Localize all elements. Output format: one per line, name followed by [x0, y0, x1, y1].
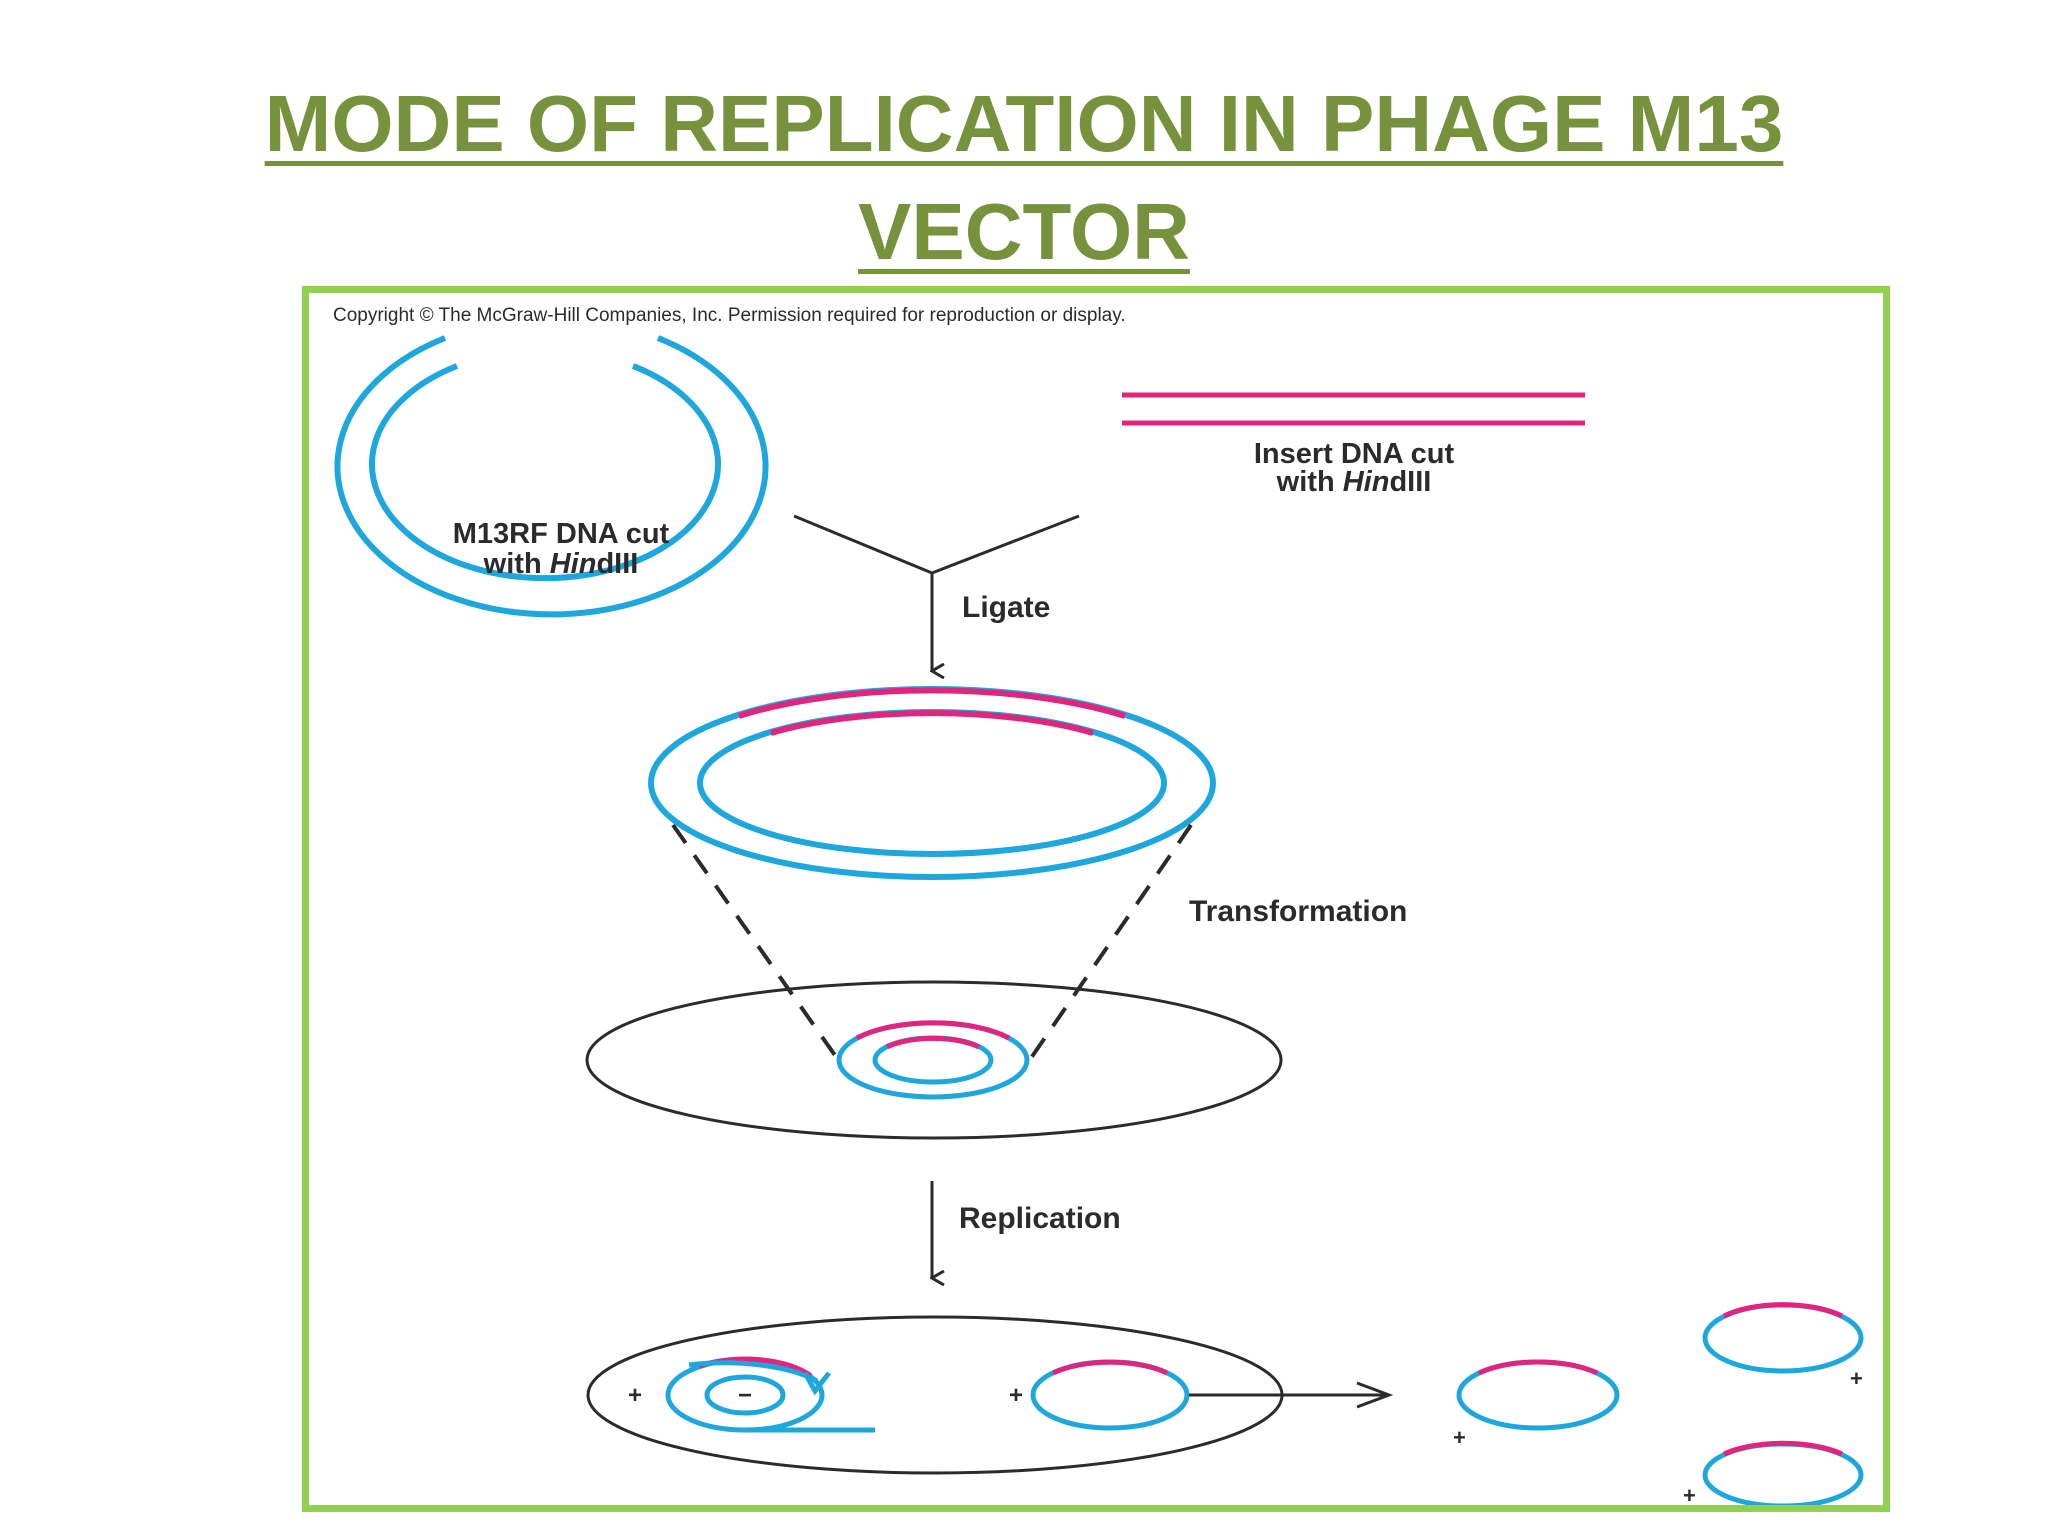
slide-title-line1: MODE OF REPLICATION IN PHAGE M13 — [264, 79, 1784, 168]
slide-title: MODE OF REPLICATION IN PHAGE M13 VECTOR — [0, 70, 2048, 286]
copyright-notice: Copyright © The McGraw-Hill Companies, I… — [333, 305, 1126, 326]
ligate-arrow — [793, 514, 1080, 671]
vector-label-line2: with HindIII — [483, 548, 639, 580]
released-ssdna-2-plus: + — [1850, 1366, 1863, 1391]
host-cell — [585, 980, 1283, 1140]
released-ssdna-3 — [1702, 1440, 1864, 1505]
recombinant-dna-in-cell — [836, 1020, 1030, 1100]
released-ssdna-1-plus: + — [1453, 1425, 1466, 1450]
rolling-circle-plus: + — [628, 1382, 642, 1409]
released-ssdna-2 — [1702, 1302, 1864, 1374]
released-ssdna-1 — [1456, 1359, 1620, 1431]
step-replication-label: Replication — [959, 1202, 1121, 1235]
rolling-circle-template — [665, 1356, 875, 1433]
slide-title-line2: VECTOR — [858, 187, 1190, 276]
release-arrowhead — [1356, 1381, 1394, 1409]
progeny-ssdna-in-cell — [1030, 1359, 1190, 1431]
recombinant-dna — [648, 686, 1216, 880]
diagram-frame: Copyright © The McGraw-Hill Companies, I… — [302, 286, 1890, 1512]
replicating-host-cell — [586, 1315, 1284, 1475]
transformation-cone — [671, 823, 1193, 1063]
m13-replication-diagram: Copyright © The McGraw-Hill Companies, I… — [333, 305, 1864, 1505]
step-ligate-label: Ligate — [962, 591, 1050, 624]
released-ssdna-3-plus: + — [1683, 1483, 1696, 1505]
insert-label-line1: Insert DNA cut — [1254, 438, 1455, 470]
rolling-circle-minus: − — [738, 1382, 752, 1409]
progeny-in-cell-plus: + — [1009, 1382, 1023, 1409]
insert-label-line2: with HindIII — [1276, 466, 1432, 498]
insert-dna — [1122, 392, 1585, 426]
vector-label-line1: M13RF DNA cut — [453, 518, 670, 550]
step-transformation-label: Transformation — [1189, 895, 1407, 928]
m13rf-vector-dna — [334, 335, 769, 618]
